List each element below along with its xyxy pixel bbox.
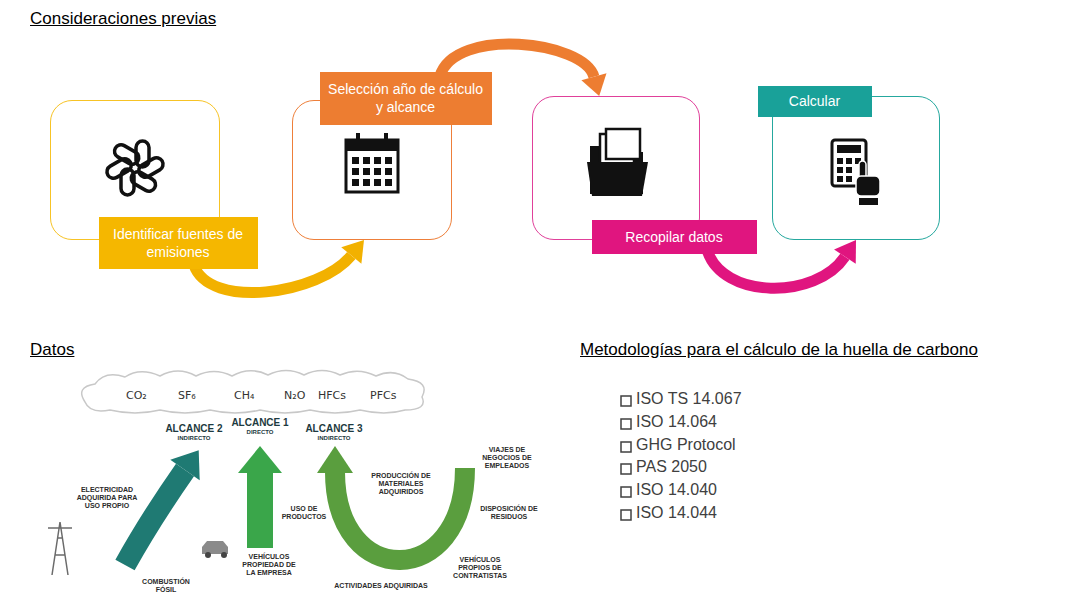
power-pylon: [48, 522, 72, 575]
section-heading: Consideraciones previas: [30, 9, 216, 29]
calendar-ring: [356, 133, 360, 144]
step-label: Identificar fuentes de emisiones: [99, 217, 258, 269]
checkbox-list: [621, 396, 631, 520]
section-heading: Datos: [30, 340, 74, 360]
method-item: PAS 2050: [636, 458, 707, 476]
gas-name: CH₄: [234, 389, 254, 402]
step-box: Identificar fuentes de emisiones: [50, 100, 220, 240]
scope1-head: [238, 446, 282, 473]
gas-cloud: [82, 371, 424, 414]
checkbox: [621, 396, 631, 406]
section-heading: Metodologías para el cálculo de la huell…: [580, 340, 978, 360]
scope2-arrow: [125, 450, 200, 565]
source-label: DISPOSICIÓN DE RESIDUOS: [480, 505, 538, 521]
gas-name: CO₂: [126, 389, 147, 402]
calendar-ring: [384, 133, 388, 144]
knot-loop: [105, 156, 134, 180]
source-label: ELECTRICIDAD ADQUIRIDA PARA USO PROPIO: [72, 486, 142, 510]
calendar-frame: [346, 140, 398, 192]
method-item: ISO 14.040: [636, 481, 717, 499]
car-wheel: [221, 552, 227, 558]
step-label: Calcular: [758, 86, 872, 116]
hand-palm: [856, 176, 880, 196]
source-label: PRODUCCIÓN DE MATERIALES ADQUIRIDOS: [365, 472, 437, 496]
step-label: Recopilar datos: [592, 220, 757, 254]
gas-name: HFCs: [318, 389, 346, 402]
scope-title: ALCANCE 1: [228, 417, 292, 428]
knot-loop: [136, 155, 165, 179]
checkbox: [621, 487, 631, 497]
folder-icon: [587, 129, 648, 196]
scope3-arrow: [317, 446, 465, 560]
scope2-band: [125, 470, 185, 565]
arrow-head: [581, 73, 606, 96]
company-car: [202, 541, 228, 558]
scope-type: INDIRECTO: [302, 435, 366, 441]
step-box: Recopilar datos: [532, 96, 700, 240]
calendar-header: [346, 140, 398, 151]
scope-type: DIRECTO: [228, 429, 292, 435]
step-box: Calcular: [772, 96, 940, 240]
scope-title: ALCANCE 3: [302, 423, 366, 434]
hand-cuff: [859, 198, 878, 205]
gas-name: SF₆: [178, 389, 196, 402]
method-item: ISO 14.044: [636, 504, 717, 522]
knot-icon: [105, 141, 166, 195]
calculator-display: [837, 145, 861, 153]
source-label: USO DE PRODUCTOS: [280, 505, 328, 521]
scope3-band: [335, 468, 465, 560]
scope-title: ALCANCE 2: [162, 423, 226, 434]
checkbox: [621, 442, 631, 452]
arrow-head: [834, 240, 856, 264]
folder-front: [587, 162, 648, 196]
calendar-days: [352, 157, 392, 186]
folder-paper: [606, 129, 640, 159]
method-item: GHG Protocol: [636, 436, 736, 454]
source-label: VIAJES DE NEGOCIOS DE EMPLEADOS: [478, 446, 536, 470]
step-box: Selección año de cálculo y alcance: [292, 100, 452, 240]
gas-name: PFCs: [370, 389, 396, 402]
scope3-head: [317, 446, 353, 473]
scope1-band: [247, 472, 273, 548]
source-label: VEHÍCULOS PROPIOS DE CONTRATISTAS: [448, 556, 512, 580]
checkbox: [621, 464, 631, 474]
source-label: ACTIVIDADES ADQUIRIDAS: [322, 582, 440, 590]
checkbox: [621, 510, 631, 520]
calculator-icon: [832, 140, 880, 205]
car-wheel: [205, 552, 211, 558]
source-label: COMBUSTIÓN FÓSIL: [138, 578, 194, 594]
knot-loop: [112, 142, 141, 166]
scope2-head: [170, 450, 199, 480]
scope-type: INDIRECTO: [162, 435, 226, 441]
source-label: VEHÍCULOS PROPIEDAD DE LA EMPRESA: [237, 553, 301, 577]
scope1-arrow: [238, 446, 282, 548]
checkbox: [621, 419, 631, 429]
method-item: ISO TS 14.067: [636, 390, 742, 408]
method-item: ISO 14.064: [636, 413, 717, 431]
step-label: Selección año de cálculo y alcance: [320, 72, 492, 124]
gas-name: N₂O: [284, 389, 305, 402]
calendar-icon: [346, 133, 398, 192]
arrow-head: [341, 240, 364, 264]
arrow-band: [707, 250, 845, 289]
